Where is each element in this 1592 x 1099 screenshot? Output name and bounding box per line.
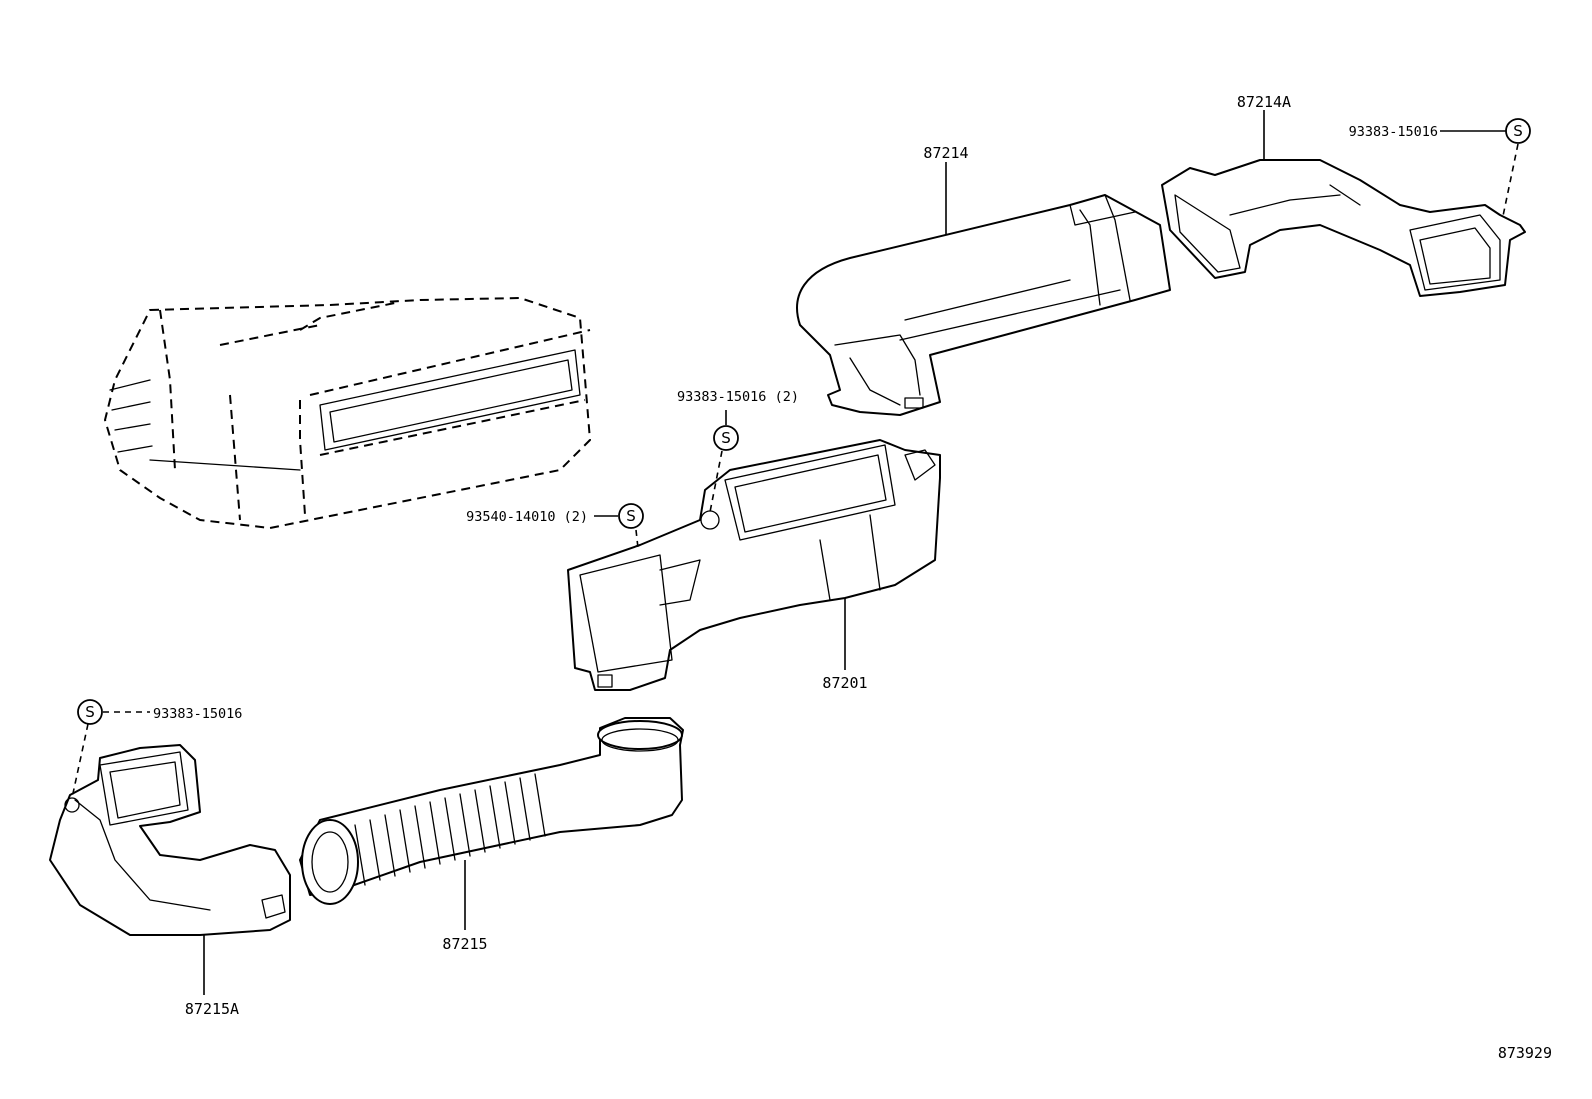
callout-87201: 87201 — [822, 674, 867, 692]
callout-screw-top-right: 93383-15016 — [1349, 124, 1438, 140]
figure-id: 873929 — [1498, 1044, 1552, 1062]
svg-text:S: S — [1513, 122, 1523, 140]
duct-87215 — [299, 717, 684, 905]
duct-87214 — [796, 194, 1171, 416]
duct-87214A — [1161, 159, 1526, 297]
screw-symbol-top-right: S — [1505, 118, 1531, 144]
screw-symbol-center: S — [713, 425, 739, 451]
svg-text:S: S — [85, 703, 95, 721]
svg-text:S: S — [626, 507, 636, 525]
callout-87214: 87214 — [923, 144, 968, 162]
svg-text:S: S — [721, 429, 731, 447]
callout-screw-center: 93383-15016 (2) — [677, 389, 799, 405]
heater-unit-outline — [104, 297, 591, 529]
bellows-ribs — [354, 773, 546, 886]
screw-symbol-left: S — [77, 699, 103, 725]
callout-screw-left: 93383-15016 — [153, 706, 242, 722]
callout-87214A: 87214A — [1237, 93, 1291, 111]
leader-lines — [71, 110, 1519, 995]
callout-87215A: 87215A — [185, 1000, 239, 1018]
duct-87215A — [49, 744, 291, 936]
clip-symbol-center: S — [618, 503, 644, 529]
callout-87215: 87215 — [442, 935, 487, 953]
callout-clip-center: 93540-14010 (2) — [466, 509, 588, 525]
duct-87201 — [567, 439, 941, 691]
